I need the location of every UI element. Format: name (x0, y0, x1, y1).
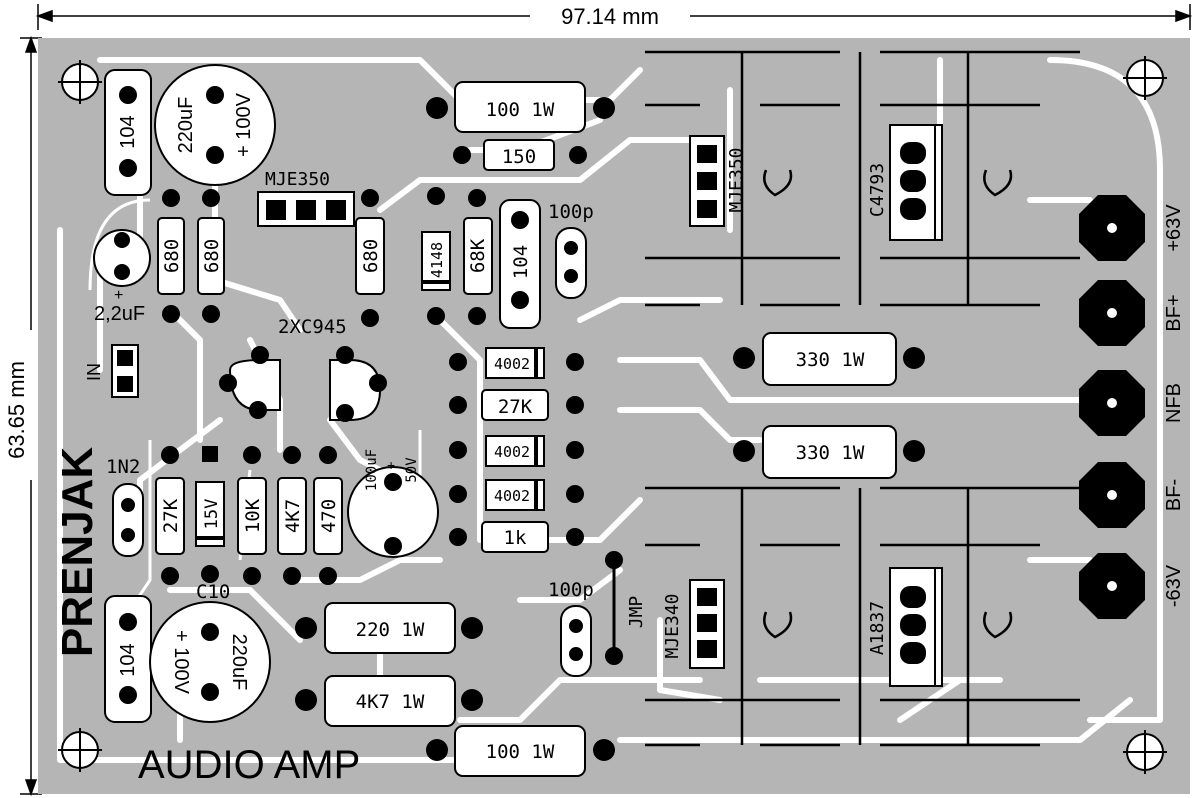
resistor-4k7 (277, 477, 307, 555)
terminal-bf-minus-label: BF- (1163, 479, 1185, 511)
capacitor-polarity-plus: + (114, 287, 123, 304)
diode-4148-label: 4148 (428, 242, 446, 278)
transistor-c945-a (228, 359, 281, 411)
capacitor-1n2-label: 1N2 (106, 456, 140, 478)
resistor-330-1w-top-label: 330 1W (796, 349, 865, 371)
resistor-10k-label: 10K (242, 498, 264, 533)
resistor-150 (483, 139, 555, 171)
resistor-680-c (355, 217, 385, 295)
terminal-bf-plus-label: BF+ (1163, 294, 1185, 331)
resistor-470 (313, 477, 343, 555)
heatsink-bottom (645, 486, 1080, 747)
resistor-1k (481, 521, 549, 553)
resistor-470-label: 470 (318, 499, 340, 533)
resistor-4k7-1w-label: 4K7 1W (356, 691, 425, 713)
capacitor-104-bot-label: 104 (117, 643, 139, 676)
resistor-68k-label: 68K (467, 238, 489, 273)
resistor-10k (237, 477, 267, 555)
resistor-27k-left-label: 27K (160, 498, 182, 533)
resistor-100-1w-top (454, 81, 586, 133)
transistor-mje340-label: MJE340 (662, 593, 683, 658)
terminal-minus63v-label: -63V (1163, 564, 1185, 607)
capacitor-100uf-voltage: 50V (404, 457, 420, 483)
capacitor-100p-bottom (560, 605, 592, 677)
capacitor-220uf-top (154, 64, 276, 186)
resistor-220-1w-label: 220 1W (356, 619, 425, 641)
capacitor-100uf-label: 100uF (364, 449, 380, 491)
zener-15v (195, 481, 225, 547)
width-label: 97.14 mm (561, 4, 659, 29)
resistor-330-1w-top (762, 332, 897, 386)
terminal-plus63v-label: +63V (1163, 204, 1185, 252)
capacitor-100uf (347, 466, 439, 558)
capacitor-104-top-outline (104, 69, 152, 196)
resistor-330-1w-bottom-label: 330 1W (796, 442, 865, 464)
resistor-680-c-label: 680 (360, 239, 382, 273)
heatsink-top (645, 50, 1080, 307)
board-title: PRENJAK (53, 447, 102, 657)
resistor-27k-mid (481, 389, 549, 421)
capacitor-220uf-bottom-label: 220uF (228, 634, 250, 691)
capacitor-220uf-bottom-voltage: + 100V (170, 630, 192, 695)
capacitor-104-top-label: 104 (117, 115, 139, 148)
board-subtitle: AUDIO AMP (138, 743, 360, 787)
transistor-mje350-small-label: MJE350 (265, 169, 330, 190)
resistor-330-1w-bottom (762, 425, 897, 479)
capacitor-220uf-bottom (149, 601, 271, 723)
jumper-label: JMP (626, 596, 647, 629)
transistor-2xc945-label: 2XC945 (278, 316, 347, 338)
capacitor-2-2uf (93, 229, 151, 287)
transistor-mje350-right-label: MJE350 (726, 147, 747, 212)
resistor-100-1w-bottom-label: 100 1W (486, 741, 555, 763)
capacitor-220uf-top-label: 220uF (175, 97, 197, 154)
capacitor-104-mid-label: 104 (510, 245, 532, 279)
capacitor-100p-top (555, 227, 587, 299)
terminal-nfb-label: NFB (1163, 383, 1185, 423)
resistor-680-a-label: 680 (161, 239, 183, 273)
capacitor-100p-top-label: 100p (548, 201, 594, 223)
diode-4002-c-label: 4002 (494, 487, 530, 505)
capacitor-c10-label: C10 (196, 581, 230, 603)
transistor-c4793-label: C4793 (867, 163, 888, 217)
resistor-150-label: 150 (502, 146, 536, 168)
capacitor-220uf-top-voltage: + 100V (233, 92, 255, 157)
capacitor-2-2uf-label: 2,2uF (94, 303, 145, 325)
zener-15v-label: 15V (202, 499, 222, 530)
resistor-1k-label: 1k (504, 527, 527, 549)
mounting-holes (58, 56, 1167, 774)
capacitor-100uf-plus: + (387, 457, 395, 473)
capacitor-100p-bottom-label: 100p (548, 579, 594, 601)
transistor-a1837-label: A1837 (867, 601, 888, 655)
resistor-100-1w-bottom (454, 725, 586, 777)
resistor-4k7-label: 4K7 (282, 499, 304, 533)
diode-4002-b-label: 4002 (494, 443, 530, 461)
resistor-68k (463, 217, 493, 295)
resistor-680-b-label: 680 (201, 239, 223, 273)
capacitor-1n2 (112, 483, 144, 557)
input-label: IN (84, 363, 104, 381)
capacitor-104-mid-outline (499, 199, 541, 329)
resistor-680-b (197, 217, 225, 295)
resistor-100-1w-top-label: 100 1W (486, 99, 555, 121)
resistor-4k7-1w (324, 675, 456, 727)
resistor-27k-mid-label: 27K (498, 396, 533, 418)
diode-4002-a-label: 4002 (494, 355, 530, 373)
height-label: 63.65 mm (4, 361, 29, 459)
resistor-27k-left (155, 477, 185, 555)
resistor-220-1w (324, 602, 456, 654)
resistor-680-a (157, 217, 185, 295)
